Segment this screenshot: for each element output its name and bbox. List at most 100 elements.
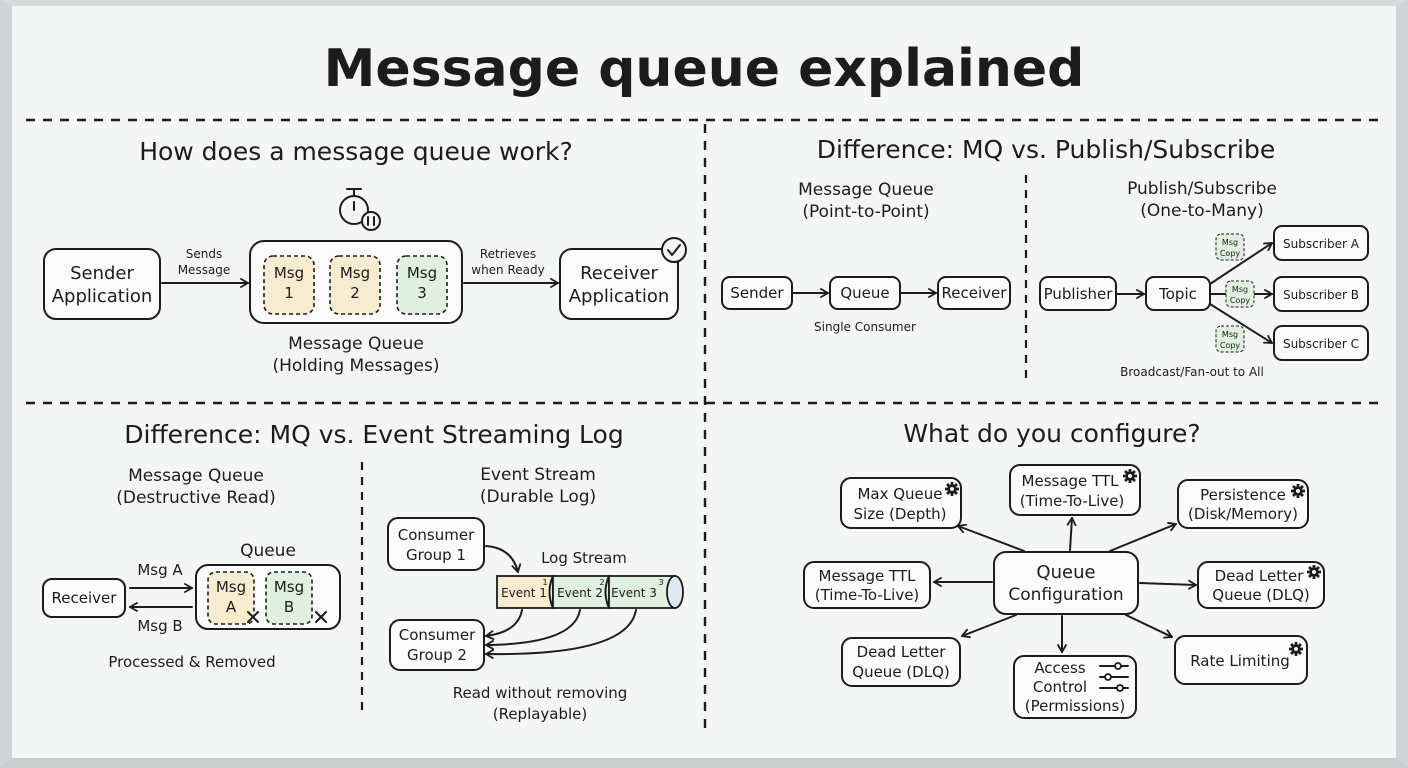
dead-letter-queue-left-box (841, 637, 961, 687)
consumer-group-1-line2: Group 1 (406, 546, 466, 564)
subscriber-a-label: Subscriber A (1283, 237, 1360, 251)
access-line2: Control (1033, 678, 1087, 696)
destructive-subtitle-line2: (Destructive Read) (116, 488, 275, 508)
log-stream-label: Log Stream (541, 549, 627, 567)
topic-box (1145, 276, 1211, 311)
config-arrow-dlq-left (961, 614, 1017, 639)
persistence-gear-icon (1291, 484, 1305, 498)
max-queue-line1: Max Queue (857, 485, 942, 503)
event-stream-subtitle-line2: (Durable Log) (480, 487, 596, 507)
config-arrow-dlq-right (1139, 579, 1197, 590)
section-pubsub-heading: Difference: MQ vs. Publish/Subscribe (817, 135, 1276, 164)
dlq-left-line1: Dead Letter (857, 643, 947, 661)
destructive-msg-a-line2: A (226, 598, 237, 616)
consumer-group-1-arrow (485, 545, 522, 573)
msg-copy-c-line1: Msg (1222, 330, 1238, 339)
message-ttl-top-box (1009, 464, 1141, 516)
msg-b-label: Msg B (137, 617, 182, 635)
access-control-box (1013, 655, 1137, 719)
queued-message-3-line1: Msg (407, 264, 437, 282)
event-2-index: 2 (599, 578, 604, 587)
access-line1: Access (1034, 659, 1086, 677)
sender-application-box (43, 248, 161, 320)
receiver-label-line2: Application (569, 286, 670, 307)
read-without-removing-line2: (Replayable) (493, 705, 588, 723)
queue-configuration-line2: Configuration (1008, 585, 1123, 605)
ttl-top-line2: (Time-To-Live) (1020, 492, 1125, 510)
subscriber-c-label: Subscriber C (1283, 337, 1359, 351)
max-queue-size-box (840, 477, 962, 529)
config-arrow-max-queue (957, 523, 1025, 552)
queued-message-2-line1: Msg (340, 264, 370, 282)
processed-removed-label: Processed & Removed (108, 653, 275, 671)
ptp-sender-label: Sender (730, 284, 784, 302)
persistence-box (1177, 479, 1309, 529)
msg-copy-a-line1: Msg (1222, 238, 1238, 247)
message-ttl-left-box (803, 561, 931, 609)
receiver-application-box (559, 248, 679, 320)
page-title: Message queue explained (324, 39, 1085, 99)
access-line3: (Permissions) (1025, 697, 1125, 715)
event-3-index: 3 (658, 578, 663, 587)
event-3-label: Event 3 (611, 586, 657, 600)
retrieves-label-line1: Retrieves (480, 247, 536, 261)
queued-message-2: Msg 2 (329, 255, 381, 315)
receiver-label-line1: Receiver (580, 263, 658, 284)
consumer-group-1-line1: Consumer (398, 526, 475, 544)
destructive-msg-a-line1: Msg (216, 578, 246, 596)
mq-subtitle-line2: (Point-to-Point) (802, 202, 929, 222)
topic-label: Topic (1158, 285, 1197, 303)
section-how-heading: How does a message queue work? (139, 137, 573, 166)
message-queue-label-line2: (Holding Messages) (272, 356, 439, 376)
consumer-group-2-line1: Consumer (399, 626, 476, 644)
message-queue-label-line1: Message Queue (288, 334, 424, 354)
dlq-right-line2: Queue (DLQ) (1212, 586, 1309, 604)
subscriber-b-box (1273, 276, 1369, 312)
log-stream-cylinder (496, 575, 684, 609)
dead-letter-queue-right-box (1197, 561, 1325, 609)
event-stream-subtitle-line1: Event Stream (480, 465, 596, 485)
msg-copy-b-line1: Msg (1232, 285, 1248, 294)
consumer-group-1-box (387, 517, 485, 571)
section-event-stream: Difference: MQ vs. Event Streaming Log M… (42, 420, 684, 723)
ttl-top-gear-icon (1123, 469, 1137, 483)
section-stream-heading: Difference: MQ vs. Event Streaming Log (124, 420, 623, 449)
event-1-label: Event 1 (501, 586, 547, 600)
queued-message-1-line1: Msg (274, 264, 304, 282)
queued-message-3: Msg 3 (396, 255, 448, 315)
persistence-line2: (Disk/Memory) (1188, 505, 1298, 523)
publisher-box (1039, 276, 1117, 311)
read-without-removing-line1: Read without removing (453, 684, 628, 702)
event-2-label: Event 2 (557, 586, 603, 600)
queued-message-1-line2: 1 (284, 284, 294, 302)
sliders-icon (1099, 662, 1129, 692)
event-3-read-arrow (485, 609, 637, 659)
max-queue-gear-icon (945, 482, 959, 496)
queue-configuration-line1: Queue (1036, 562, 1095, 583)
consumer-group-2-box (389, 619, 485, 671)
destructive-msg-b-line1: Msg (274, 578, 304, 596)
msg-copy-badge-c: Msg Copy (1215, 325, 1245, 353)
msg-copy-b-line2: Copy (1230, 296, 1251, 305)
queue-configuration-box (993, 551, 1139, 615)
config-arrow-persistence (1109, 522, 1177, 552)
msg-copy-c-line2: Copy (1220, 341, 1241, 350)
mq-subtitle-line1: Message Queue (798, 180, 934, 200)
config-arrow-rate (1125, 614, 1173, 639)
dlq-right-line1: Dead Letter (1215, 567, 1305, 585)
destructive-msg-b: Msg B (265, 571, 313, 625)
section-configuration: What do you configure? Queue Configurati… (803, 419, 1325, 719)
destructive-subtitle-line1: Message Queue (128, 466, 264, 486)
sends-label-line2: Message (178, 263, 231, 277)
dlq-right-gear-icon (1307, 565, 1321, 579)
single-consumer-label: Single Consumer (814, 320, 916, 334)
retrieves-label-line2: when Ready (471, 263, 544, 277)
sender-label-line1: Sender (70, 263, 134, 284)
msg-a-label: Msg A (137, 561, 183, 579)
ps-subtitle-line2: (One-to-Many) (1140, 201, 1263, 221)
msg-copy-badge-b: Msg Copy (1225, 280, 1255, 308)
ttl-left-line2: (Time-To-Live) (815, 586, 920, 604)
subscriber-b-label: Subscriber B (1283, 288, 1359, 302)
destructive-receiver-box (42, 578, 126, 618)
